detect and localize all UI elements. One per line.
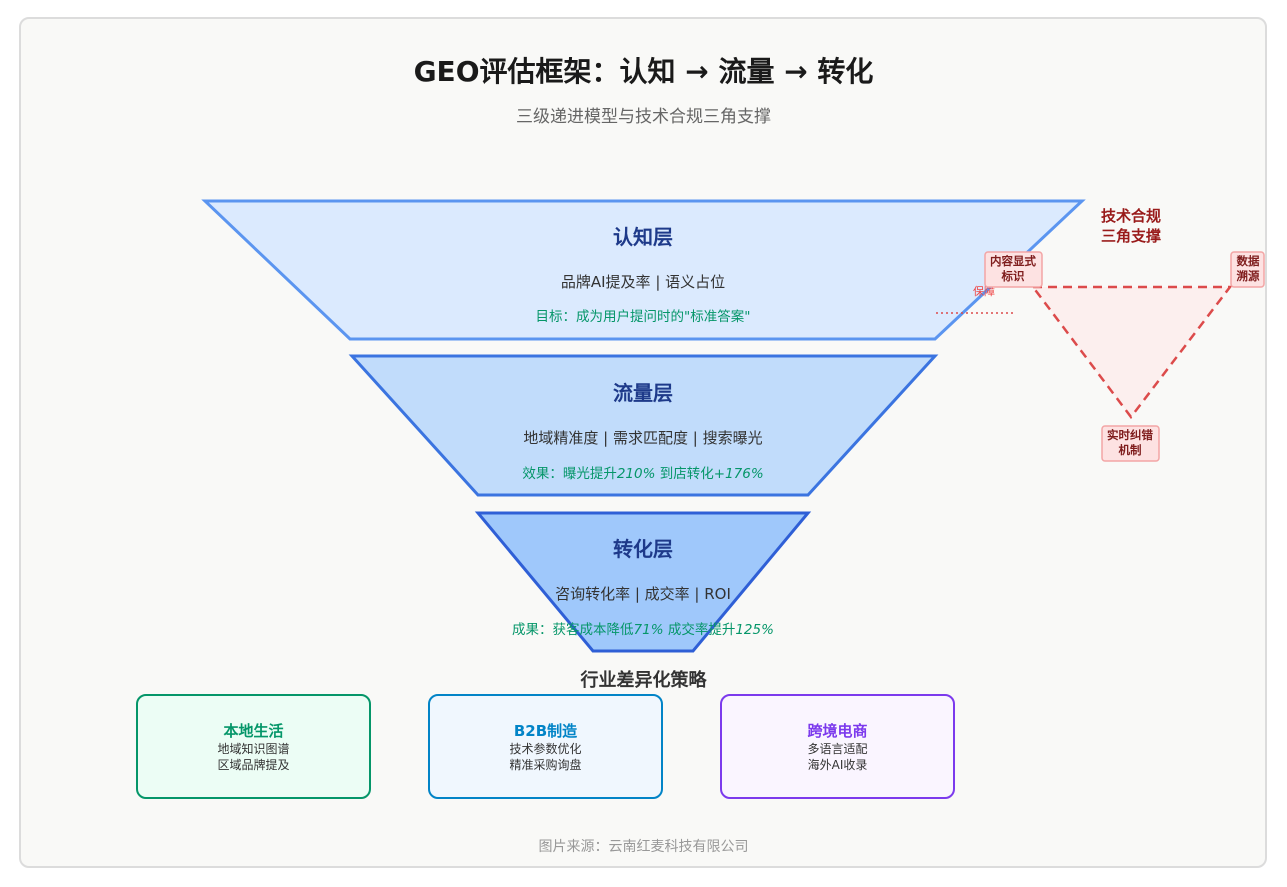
compliance-node-correction-line2: 机制 [1119, 443, 1142, 457]
compliance-node-labeling-line2: 标识 [1001, 269, 1025, 283]
strategy-section-title: 行业差异化策略 [580, 670, 707, 691]
page-subtitle: 三级递进模型与技术合规三角支撑 [516, 107, 771, 127]
conversion-result-mid: 成交率提升 [664, 621, 736, 638]
funnel-layer-conversion-result: 成果：获客成本降低71% 成交率提升125% [512, 621, 774, 638]
compliance-node-traceability [1230, 251, 1265, 288]
conversion-result-prefix: 成果：获客成本降低 [512, 621, 634, 638]
strategy-card-line: 精准采购询盘 [509, 758, 582, 772]
compliance-node-correction [1101, 425, 1160, 462]
compliance-title-line2: 三角支撑 [1101, 227, 1161, 245]
strategy-card-title: 本地生活 [223, 722, 284, 740]
funnel-layer-conversion [474, 511, 812, 653]
strategy-card-cross-border: 跨境电商 多语言适配 海外AI收录 [720, 694, 955, 799]
compliance-triangle [1030, 285, 1233, 420]
funnel-layer-awareness [201, 199, 1086, 341]
funnel-layer-traffic-metrics: 地域精准度 | 需求匹配度 | 搜索曝光 [523, 429, 762, 447]
compliance-node-labeling-line1: 内容显式 [990, 254, 1036, 268]
traffic-effect-exposure-value: 210% [617, 466, 656, 482]
compliance-node-labeling [984, 251, 1043, 288]
funnel-layer-conversion-title: 转化层 [613, 537, 673, 561]
conversion-result-deal-value: 125% [735, 622, 774, 638]
funnel-layer-conversion-metrics: 咨询转化率 | 成交率 | ROI [555, 585, 731, 603]
funnel-layer-traffic-title: 流量层 [613, 381, 673, 405]
compliance-node-traceability-line1: 数据 [1237, 254, 1260, 268]
strategy-card-line: 多语言适配 [807, 742, 868, 756]
strategy-card-line: 地域知识图谱 [217, 742, 290, 756]
strategy-card-title: B2B制造 [513, 722, 578, 740]
funnel-layer-awareness-title: 认知层 [613, 225, 673, 249]
traffic-effect-prefix: 效果：曝光提升 [522, 466, 617, 482]
traffic-effect-mid: 到店转化 [655, 466, 713, 482]
funnel-layer-traffic-effect: 效果：曝光提升210% 到店转化+176% [522, 466, 763, 482]
strategy-card-line: 技术参数优化 [509, 742, 582, 756]
funnel-layer-awareness-metrics: 品牌AI提及率 | 语义占位 [561, 273, 725, 291]
compliance-title-line1: 技术合规 [1101, 207, 1161, 225]
conversion-result-cost-value: 71% [634, 622, 664, 638]
strategy-card-line: 海外AI收录 [807, 758, 868, 772]
compliance-node-correction-line1: 实时纠错 [1107, 428, 1153, 442]
strategy-card-title: 跨境电商 [807, 722, 868, 740]
funnel-layer-awareness-goal: 目标：成为用户提问时的"标准答案" [536, 308, 751, 325]
funnel-layer-traffic [348, 354, 939, 497]
page-title: GEO评估框架：认知 → 流量 → 转化 [413, 55, 874, 88]
strategy-card-b2b: B2B制造 技术参数优化 精准采购询盘 [428, 694, 663, 799]
strategy-card-line: 区域品牌提及 [217, 758, 290, 772]
compliance-node-traceability-line2: 溯源 [1237, 269, 1260, 283]
strategy-card-local-life: 本地生活 地域知识图谱 区域品牌提及 [136, 694, 371, 799]
image-source-footer: 图片来源：云南红麦科技有限公司 [538, 839, 749, 855]
traffic-effect-store-value: +176% [714, 466, 764, 482]
